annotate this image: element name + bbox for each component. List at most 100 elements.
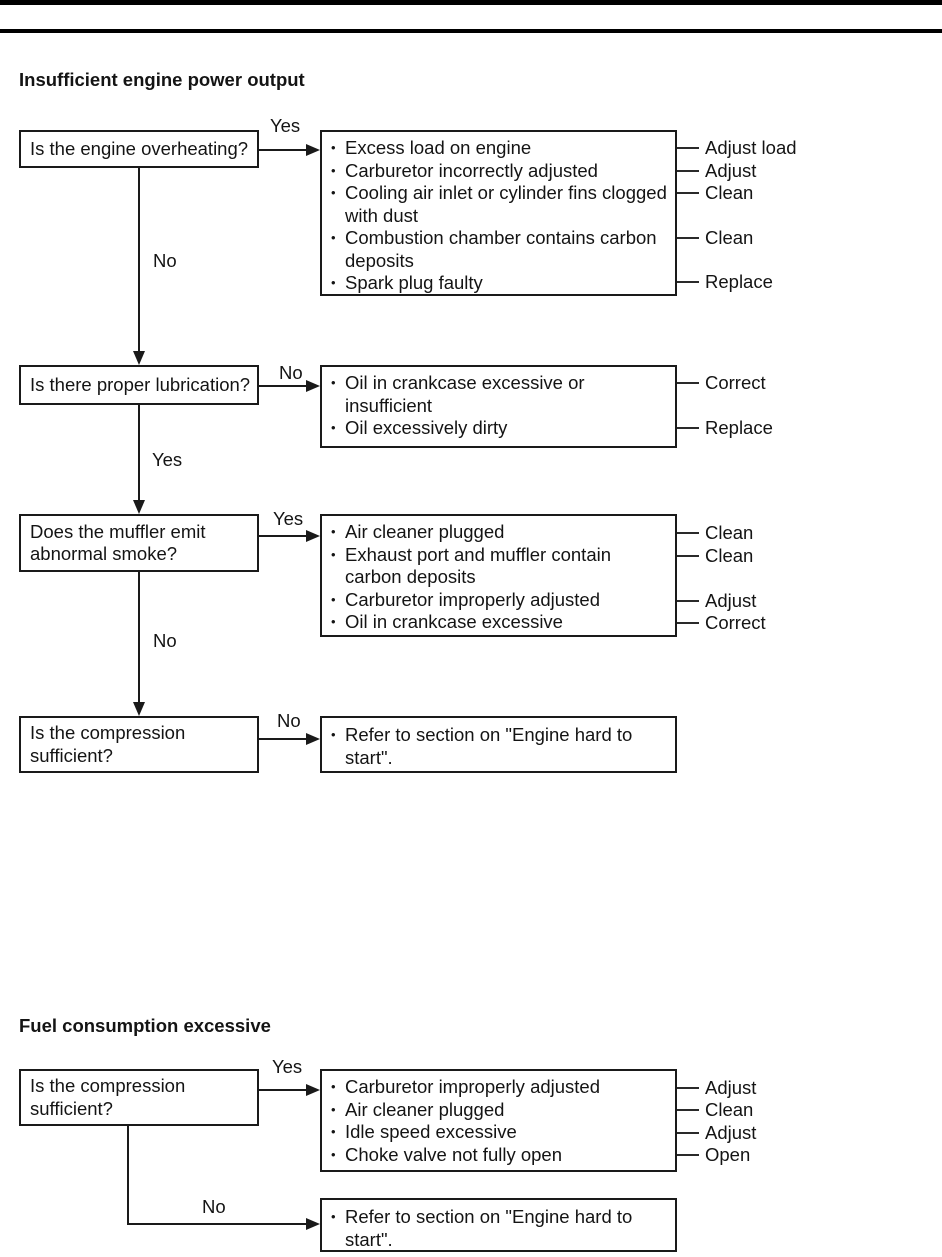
cause-item: • Cooling air inlet or cylinder fins clog… [331, 182, 671, 227]
remedy-row: Replace [677, 270, 773, 293]
bullet-icon: • [331, 375, 336, 390]
cause-text: Cooling air inlet or cylinder fins clogg… [345, 182, 667, 226]
remedy-row: Adjust [677, 159, 756, 182]
question-text: Does the muffler emit abnormal smoke? [30, 520, 206, 565]
referral-item: • Refer to section on "Engine hard to sta… [331, 1206, 671, 1251]
cause-box-fuel-consumption: •Carburetor improperly adjusted •Air cle… [320, 1069, 677, 1172]
cause-item: •Choke valve not fully open [331, 1144, 671, 1167]
bullet-icon: • [331, 275, 336, 290]
arrow-line [259, 535, 306, 537]
cause-text: Air cleaner plugged [345, 521, 505, 542]
question-box-engine-overheating: Is the engine overheating? [19, 130, 259, 168]
remedy-tick-line [677, 169, 699, 172]
remedy-row: Adjust load [677, 136, 797, 159]
branch-label-yes: Yes [270, 115, 301, 136]
remedy-tick-line [677, 236, 699, 239]
branch-label-no: No [202, 1196, 226, 1217]
bullet-icon: • [331, 614, 336, 629]
remedy-label: Open [705, 1143, 751, 1165]
cause-item: •Combustion chamber contains carbon depo… [331, 227, 671, 272]
branch-label-yes: Yes [152, 449, 183, 470]
arrow-down-icon [133, 702, 145, 716]
cause-item: • Oil excessively dirty [331, 417, 671, 440]
cause-text: Spark plug faulty [345, 272, 483, 293]
remedy-tick-line [677, 621, 699, 624]
header-rule-line [0, 29, 942, 33]
referral-box-engine-hard-to-start-2: • Refer to section on "Engine hard to sta… [320, 1198, 677, 1252]
remedy-label: Adjust [705, 1076, 757, 1098]
referral-box-engine-hard-to-start: •Refer to section on "Engine hard to sta… [320, 716, 677, 773]
cause-text: Excess load on engine [345, 137, 532, 158]
cause-item: •Exhaust port and muffler contain carbon… [331, 544, 671, 589]
cause-item: • Excess load on engine [331, 137, 671, 160]
remedy-label: Correct [705, 371, 766, 393]
remedy-label: Clean [705, 521, 754, 543]
arrow-line [259, 1089, 306, 1091]
connector-line [138, 572, 140, 703]
section-title-fuel-consumption: Fuel consumption excessive [19, 1015, 271, 1036]
question-box-proper-lubrication: Is there proper lubrication? [19, 365, 259, 405]
question-text: Is the compression sufficient? [30, 722, 186, 766]
remedy-row: Clean [677, 544, 753, 567]
bullet-icon: • [331, 420, 336, 435]
arrow-right-icon [306, 1218, 320, 1230]
arrow-down-icon [133, 500, 145, 514]
arrow-right-icon [306, 380, 320, 392]
branch-label-no: No [277, 710, 301, 731]
connector-line [127, 1126, 129, 1225]
remedy-tick-line [677, 1108, 699, 1111]
cause-box-overheating: • Excess load on engine • Carburetor incor… [320, 130, 677, 296]
remedy-tick-line [677, 280, 699, 283]
remedy-row: Replace [677, 416, 773, 439]
bullet-icon: • [331, 140, 336, 155]
connector-line [138, 405, 140, 501]
bullet-icon: • [331, 1124, 336, 1139]
remedy-tick-line [677, 1131, 699, 1134]
remedy-label: Adjust [705, 159, 757, 181]
remedy-row: Correct [677, 371, 766, 394]
bullet-icon: • [331, 230, 336, 245]
arrow-line [259, 385, 306, 387]
remedy-tick-line [677, 191, 699, 194]
bullet-icon: • [331, 162, 336, 178]
remedy-tick-line [677, 599, 699, 602]
remedy-label: Replace [705, 416, 773, 438]
referral-text: Refer to section on "Engine hard to star… [345, 724, 633, 768]
remedy-tick-line [677, 1153, 699, 1156]
cause-text: Carburetor incorrectly adjusted [345, 159, 598, 181]
bullet-icon: • [331, 1146, 336, 1162]
remedy-label: Clean [705, 226, 754, 248]
bullet-icon: • [331, 1209, 336, 1224]
remedy-label: Adjust [705, 1121, 757, 1143]
remedy-tick-line [677, 426, 699, 429]
connector-line [138, 168, 140, 352]
cause-item: •Air cleaner plugged [331, 521, 671, 544]
arrow-right-icon [306, 1084, 320, 1096]
bullet-icon: • [331, 546, 336, 562]
cause-item: • Idle speed excessive [331, 1121, 671, 1144]
branch-label-yes: Yes [273, 508, 304, 529]
cause-item: • Oil in crankcase excessive or insuffici… [331, 372, 671, 417]
cause-item: • Spark plug faulty [331, 272, 671, 295]
branch-label-no: No [153, 630, 177, 651]
cause-text: Oil excessively dirty [345, 417, 508, 438]
bullet-icon: • [331, 1101, 336, 1117]
question-box-muffler-smoke: Does the muffler emit abnormal smoke? [19, 514, 259, 572]
cause-item: •Air cleaner plugged [331, 1099, 671, 1122]
referral-text: Refer to section on "Engine hard to star… [345, 1206, 633, 1250]
branch-label-no: No [279, 362, 303, 383]
remedy-label: Clean [705, 181, 754, 203]
arrow-down-icon [133, 351, 145, 365]
arrow-line [259, 738, 306, 740]
arrow-right-icon [306, 144, 320, 156]
branch-label-no: No [153, 250, 177, 271]
cause-text: Idle speed excessive [345, 1121, 517, 1142]
bullet-icon: • [331, 185, 336, 200]
question-text: Is there proper lubrication? [30, 373, 251, 395]
cause-text: Oil in crankcase excessive or insufficie… [345, 372, 585, 416]
remedy-tick-line [677, 381, 699, 384]
arrow-right-icon [306, 733, 320, 745]
branch-label-yes: Yes [272, 1056, 303, 1077]
remedy-row: Clean [677, 521, 753, 544]
